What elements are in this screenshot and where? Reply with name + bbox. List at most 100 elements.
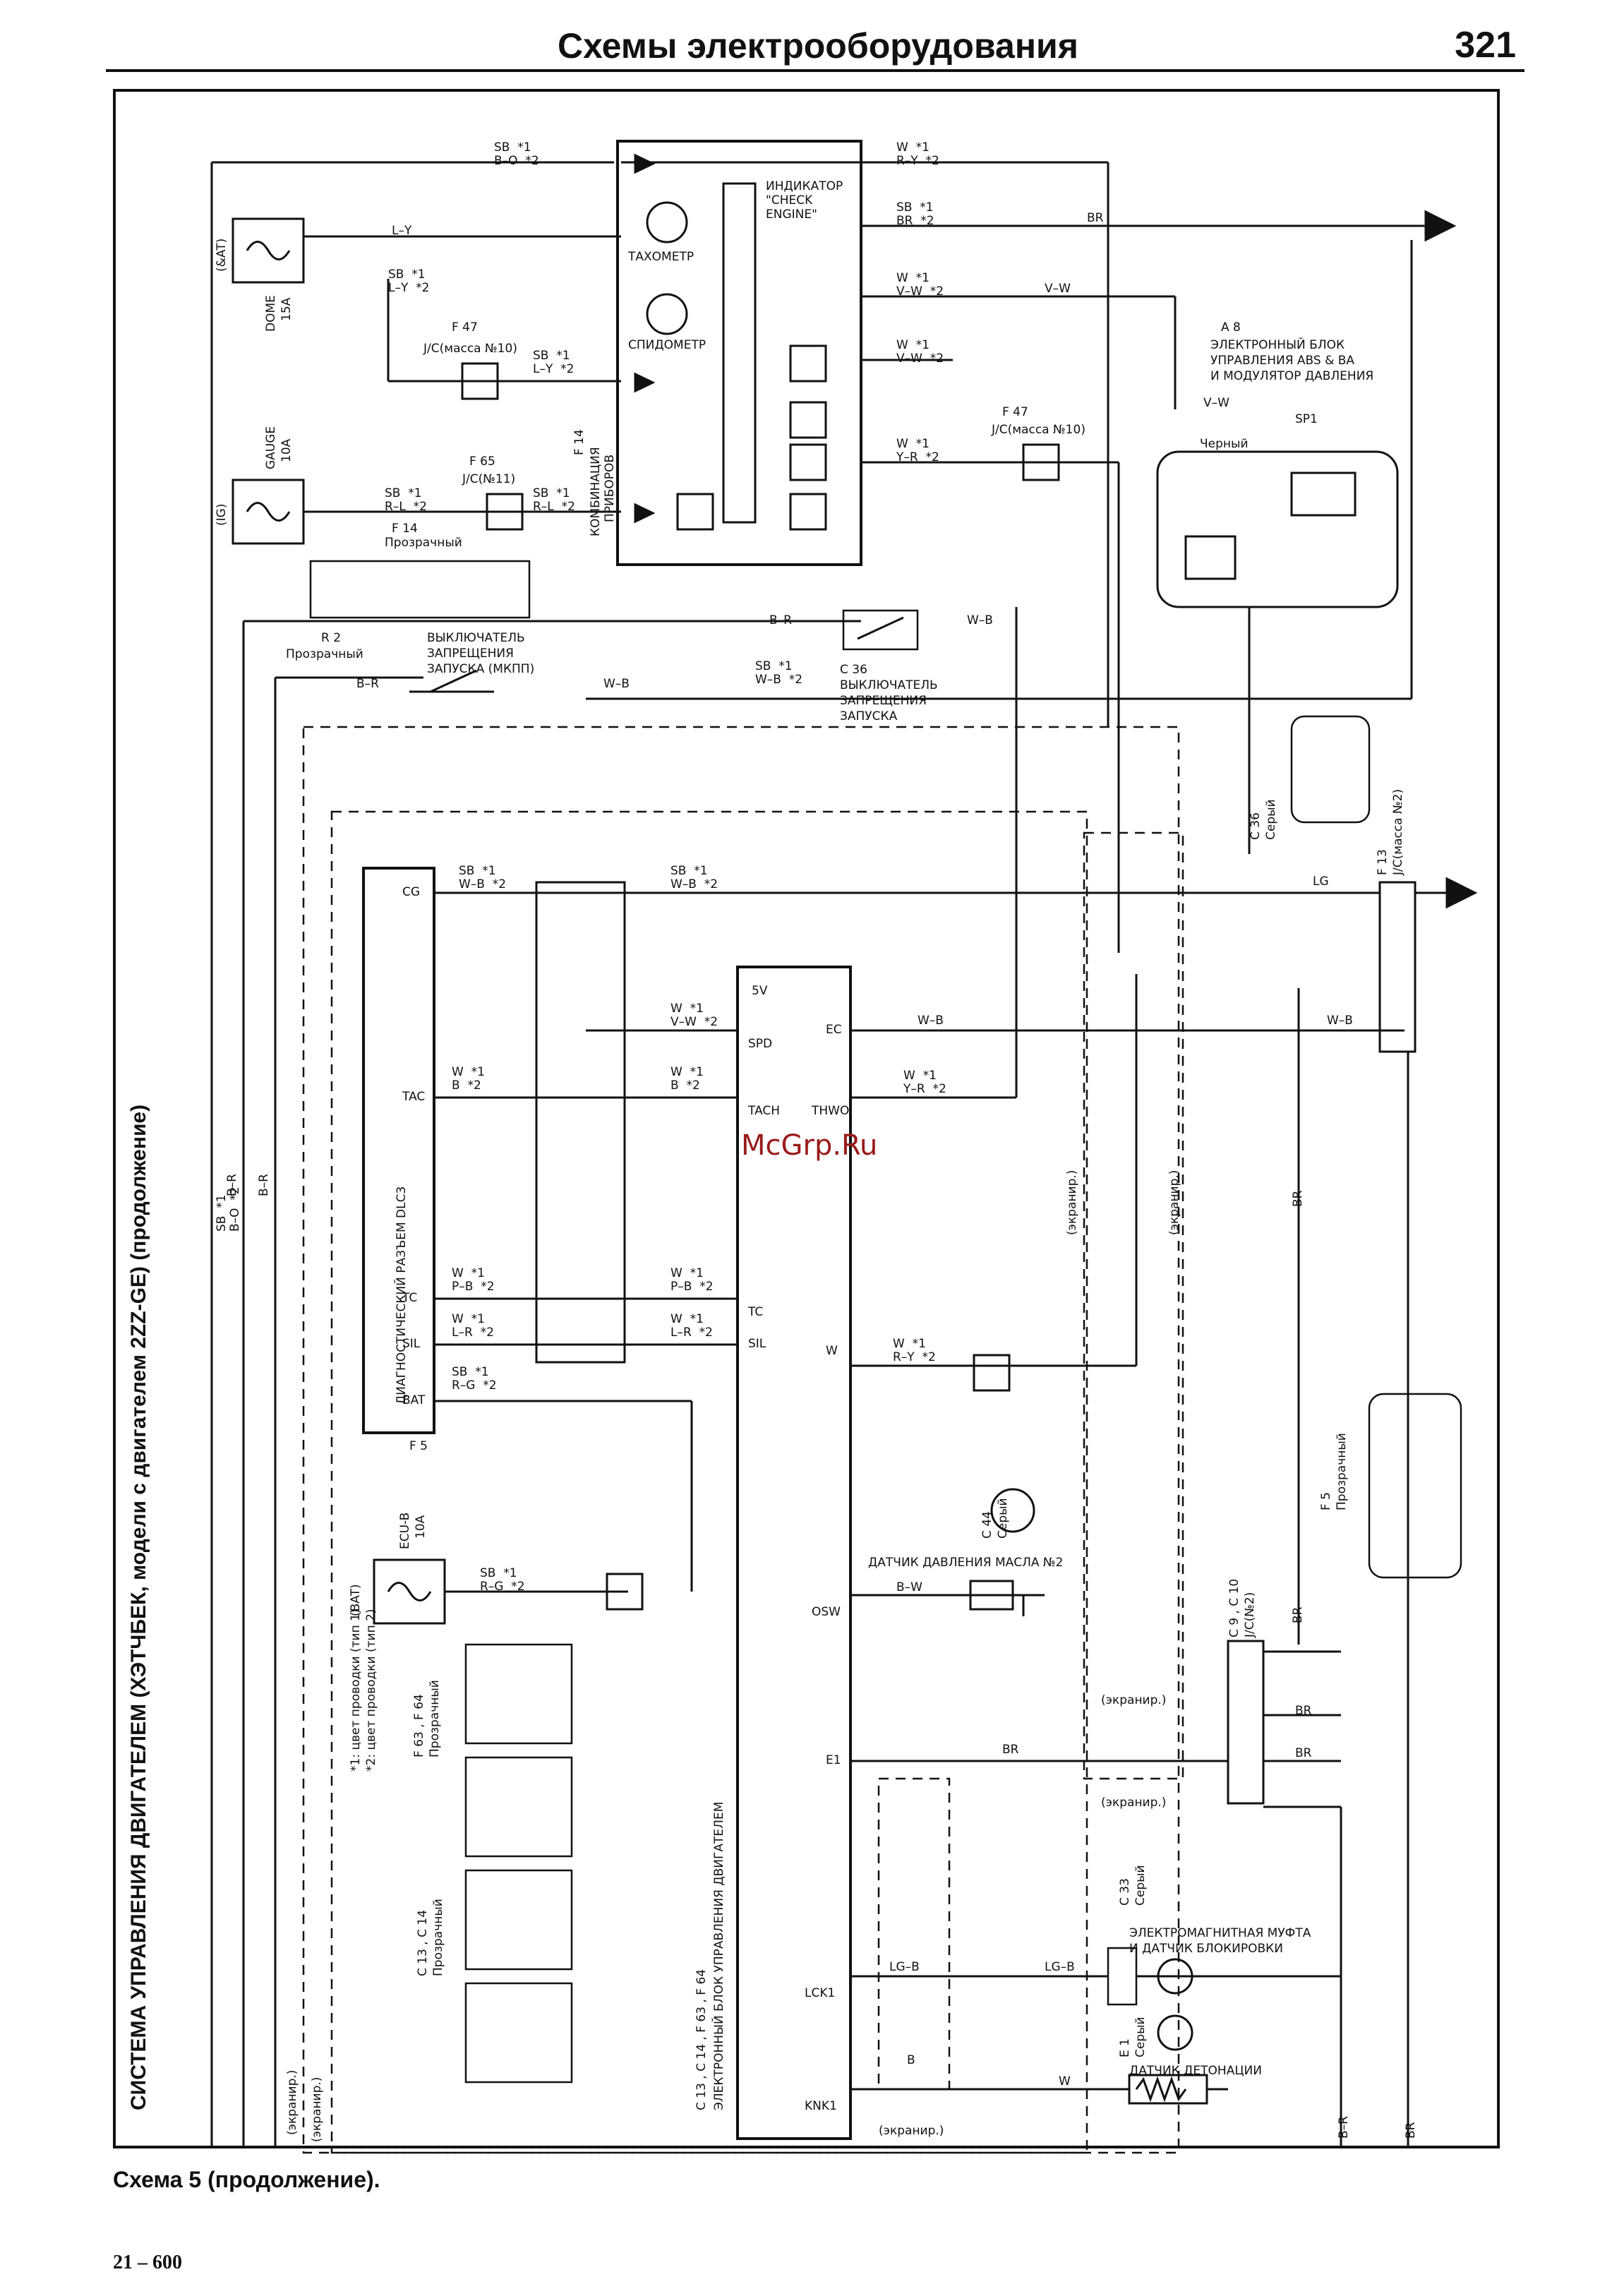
fuse-dome-name: DOME xyxy=(264,295,278,332)
wire-w-vw-3: W *1 V–W *2 xyxy=(670,1002,718,1029)
f5-color: Прозрачный xyxy=(1335,1433,1349,1510)
wire-screen-1: (экранир.) xyxy=(1101,1693,1167,1707)
term-w: W xyxy=(826,1344,838,1358)
wire-br-switch: B–R xyxy=(769,613,792,627)
indicator-label-2: "CHECK xyxy=(766,193,813,208)
wire-w-vw-2: W *1 V–W *2 xyxy=(896,338,944,366)
wire-br-e1: BR xyxy=(1002,1743,1019,1757)
wire-sb-rl-1: SB *1 R–L *2 xyxy=(385,486,427,514)
term-tac: TAC xyxy=(402,1090,426,1104)
term-thwo: THWO xyxy=(812,1104,850,1118)
wire-bw: B–W xyxy=(896,1580,922,1594)
clutch-connector xyxy=(1157,1958,1193,1995)
clutch-label-1: ЭЛЕКТРОМАГНИТНАЯ МУФТА xyxy=(1129,1926,1311,1940)
fuse-gauge-rating: 10A xyxy=(279,438,294,462)
footer-code: 21 – 600 xyxy=(113,2252,182,2273)
e1-color: Серый xyxy=(1133,2016,1148,2057)
wire-w-vw-1: W *1 V–W *2 xyxy=(896,271,944,299)
abs-pin: SP1 xyxy=(1295,412,1318,426)
c13-c14-code: C 13 , C 14 xyxy=(416,1909,430,1976)
combination-meter-label-1: КОМБИНАЦИЯ xyxy=(589,447,603,536)
start-switch-label-2: ЗАПРЕЩЕНИЯ xyxy=(840,694,927,708)
wire-w-yr: W *1 Y–R *2 xyxy=(896,437,939,464)
legend-type2: *2: цвет проводки (тип 2) xyxy=(364,1609,378,1772)
term-bat: BAT xyxy=(402,1393,426,1407)
abs-label-1: ЭЛЕКТРОННЫЙ БЛОК xyxy=(1210,338,1345,352)
wire-sb-rg-2: SB *1 R–G *2 xyxy=(480,1566,525,1594)
jc11-code: F 65 xyxy=(469,455,495,469)
r2-code: R 2 xyxy=(321,631,342,645)
wire-br-top: BR xyxy=(1087,211,1104,225)
abs-connector xyxy=(1156,450,1399,608)
start-switch-label-1: ВЫКЛЮЧАТЕЛЬ xyxy=(840,678,938,692)
abs-label-3: И МОДУЛЯТОР ДАВЛЕНИЯ xyxy=(1210,369,1374,383)
f63-f64-code: F 63 , F 64 xyxy=(412,1694,426,1757)
knock-connector xyxy=(1157,2014,1193,2051)
wire-w-knock: W xyxy=(1059,2074,1071,2088)
r2-color: Прозрачный xyxy=(286,647,363,661)
oil-sensor-label: ДАТЧИК ДАВЛЕНИЯ МАСЛА №2 xyxy=(868,1556,1064,1570)
wire-sb-wb-3: SB *1 W–B *2 xyxy=(670,864,718,891)
f5-connector xyxy=(1368,1393,1462,1579)
wire-w-b-1: W *1 B *2 xyxy=(452,1065,485,1093)
ground-arrow-top xyxy=(1424,210,1457,242)
wire-br-bus-1: BR xyxy=(1295,1704,1312,1718)
wire-sb-bo-top: SB *1 B–O *2 xyxy=(494,140,539,168)
start-switch-mt-label-1: ВЫКЛЮЧАТЕЛЬ xyxy=(427,631,525,645)
start-switch-box xyxy=(842,609,919,651)
combination-meter-box xyxy=(616,140,862,566)
fuse-gauge-name: GAUGE xyxy=(264,426,278,469)
page-header: Схемы электрооборудования 321 xyxy=(106,21,1524,72)
fuse-ecub-rating: 10A xyxy=(414,1515,428,1539)
wire-screen-7: (экранир.) xyxy=(310,2076,324,2142)
wire-vw: V–W xyxy=(1045,282,1071,296)
jc10-mid-code: F 47 xyxy=(1002,405,1028,419)
ecu-box xyxy=(736,966,852,2140)
term-lck1: LCK1 xyxy=(805,1986,836,2000)
wire-w-pb-1: W *1 P–B *2 xyxy=(452,1266,495,1294)
f14-color: Прозрачный xyxy=(385,536,462,550)
header-rule xyxy=(106,69,1524,72)
side-title: СИСТЕМА УПРАВЛЕНИЯ ДВИГАТЕЛЕМ (ХЭТЧБЕК, … xyxy=(127,1104,150,2110)
wire-br-bus-2: BR xyxy=(1295,1746,1312,1760)
wire-screen-6: (экранир.) xyxy=(285,2069,299,2135)
f63-f64-color: Прозрачный xyxy=(428,1680,442,1757)
term-sil: SIL xyxy=(402,1337,421,1351)
wire-lgb-1: LG–B xyxy=(889,1960,920,1974)
wire-screen-2: (экранир.) xyxy=(1101,1796,1167,1810)
wire-br-left-1: B–R xyxy=(225,1174,239,1196)
wire-lg: LG xyxy=(1313,874,1329,889)
clutch-label-2: И ДАТЧИК БЛОКИРОВКИ xyxy=(1129,1942,1283,1956)
ground-arrow-mid xyxy=(1445,877,1478,909)
c36-color: Серый xyxy=(1264,799,1278,840)
term-sil-ecu: SIL xyxy=(748,1337,766,1351)
wire-ry-top: W *1 R–Y *2 xyxy=(896,140,939,168)
fuse-dome-supply: (&AT) xyxy=(215,238,229,272)
wire-w-ry-1: W *1 R–Y *2 xyxy=(893,1337,936,1364)
start-switch-mt-label-3: ЗАПУСКА (МКПП) xyxy=(427,662,535,676)
wire-wb-ec: W–B xyxy=(918,1014,944,1028)
term-osw: OSW xyxy=(812,1605,841,1619)
wire-wb-switch: W–B xyxy=(967,613,993,627)
ecu-label: ЭЛЕКТРОННЫЙ БЛОК УПРАВЛЕНИЯ ДВИГАТЕЛЕМ xyxy=(712,1801,726,2110)
term-tach: TACH xyxy=(748,1104,781,1118)
f13-code: F 13 xyxy=(1376,849,1390,875)
combination-meter-code: F 14 xyxy=(572,429,587,455)
wire-screen-4: (экранир.) xyxy=(1065,1170,1079,1235)
wire-br-right-1: BR xyxy=(1291,1190,1305,1207)
term-knk1: KNK1 xyxy=(805,2099,837,2113)
c33-color: Серый xyxy=(1133,1865,1148,1906)
f14-connector xyxy=(309,560,531,619)
wire-sb-wb-1: SB *1 W–B *2 xyxy=(755,659,803,687)
jc10-mid-name: J/C(масса №10) xyxy=(992,423,1085,437)
wire-wb-mt: W–B xyxy=(603,677,630,691)
wire-br-right-2: BR xyxy=(1291,1606,1305,1623)
term-e1: E1 xyxy=(826,1753,841,1767)
wire-w-b-2: W *1 B *2 xyxy=(670,1065,704,1093)
jc11-name: J/C(№11) xyxy=(462,472,516,486)
tacho-label: ТАХОМЕТР xyxy=(628,250,694,264)
figure-caption: Схема 5 (продолжение). xyxy=(113,2167,380,2192)
diagram-frame xyxy=(113,89,1500,2148)
term-cg: CG xyxy=(402,885,421,899)
wire-wb-right: W–B xyxy=(1327,1014,1353,1028)
